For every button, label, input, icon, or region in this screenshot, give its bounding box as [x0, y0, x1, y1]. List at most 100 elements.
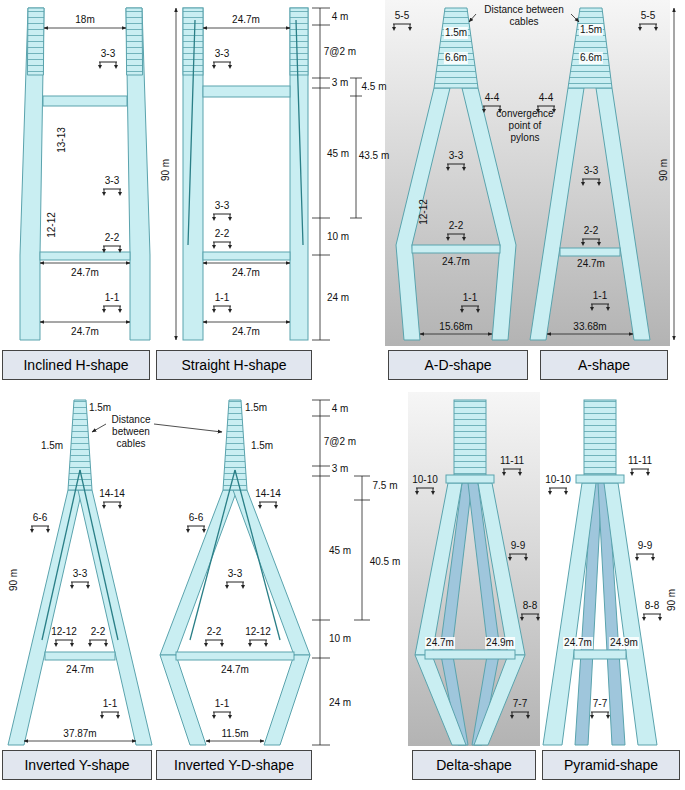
section-cut-mark	[212, 241, 232, 249]
dimension-line	[312, 8, 330, 340]
section-cut-mark	[212, 61, 232, 69]
section-label: 8-8	[645, 600, 659, 612]
section-label: 2-2	[207, 626, 221, 638]
caption-text: Inclined H-shape	[23, 357, 128, 373]
dimension-label: 1.5m	[251, 440, 273, 452]
section-cut-mark	[54, 643, 74, 647]
section-cut-mark	[548, 487, 568, 495]
section-cut-mark	[102, 188, 122, 196]
dimension-label: 11.5m	[221, 728, 248, 740]
dimension-label: 1.5m	[245, 402, 267, 414]
section-cut-mark	[258, 505, 278, 509]
stay-cable	[42, 470, 80, 640]
section-cut-mark	[581, 182, 601, 186]
section-cut-mark	[30, 525, 50, 533]
dimension-label: 6.6m	[444, 52, 468, 64]
section-label: 5-5	[395, 10, 409, 22]
section-cut-mark	[102, 505, 122, 509]
section-cut-mark	[88, 639, 108, 647]
section-label: 2-2	[91, 626, 105, 638]
dimension-label: 3 m	[332, 77, 349, 89]
pylon	[574, 650, 626, 659]
pylon	[415, 483, 462, 655]
pylon	[543, 483, 596, 745]
dimension-label: 24.7m	[425, 637, 455, 649]
section-cut-mark	[630, 472, 650, 476]
pylon	[176, 652, 294, 660]
dimension-label: 3 m	[332, 463, 349, 475]
pylon	[415, 655, 466, 745]
section-label: 12-12	[245, 626, 271, 638]
section-label: 12-12	[51, 626, 77, 638]
dimension-label: 12-12	[418, 199, 430, 225]
dimension-line	[203, 28, 290, 29]
section-cut-mark	[415, 491, 435, 495]
pylon	[160, 490, 237, 655]
section-cut-mark	[212, 213, 232, 221]
section-cut-mark	[502, 472, 522, 476]
leader-line	[469, 14, 476, 22]
section-cut-mark	[102, 309, 122, 313]
section-label: 11-11	[628, 455, 652, 467]
section-cut-mark	[502, 468, 522, 476]
pylon	[596, 88, 650, 340]
section-cut-mark	[508, 557, 528, 561]
section-cut-mark	[635, 553, 655, 561]
dimension-label: 45 m	[327, 148, 349, 160]
section-cut-mark	[248, 639, 268, 647]
dimension-line	[40, 263, 130, 264]
dimension-line	[206, 741, 264, 742]
section-cut-mark	[102, 305, 122, 313]
stay-cable	[235, 470, 280, 640]
pylon	[203, 86, 290, 97]
section-cut-mark	[460, 305, 480, 313]
section-label: 10-10	[412, 474, 438, 486]
dimension-label: 24.7m	[232, 14, 260, 26]
dimension-label: 24.7m	[577, 258, 605, 270]
dimension-label: 24.9m	[609, 637, 639, 649]
section-label: 11-11	[500, 455, 524, 467]
stay-cable	[296, 20, 303, 245]
section-cut-mark	[70, 581, 90, 589]
stay-cable	[190, 470, 235, 640]
dimension-label: 15.68m	[439, 321, 472, 333]
section-label: 1-1	[215, 292, 229, 304]
section-label: 14-14	[255, 488, 281, 500]
section-cut-mark	[520, 617, 540, 621]
section-cut-mark	[392, 27, 412, 31]
pylon	[478, 483, 525, 655]
dimension-line	[354, 476, 370, 620]
dimension-label: 90 m	[160, 159, 172, 181]
pylon	[160, 655, 206, 745]
pylon	[126, 8, 143, 75]
pylon	[27, 8, 44, 75]
section-label: 3-3	[101, 48, 115, 60]
dimension-label: 10 m	[329, 633, 351, 645]
note-text: Distance between cables	[108, 414, 154, 450]
section-cut-mark	[54, 639, 74, 647]
shape-caption-box: Inclined H-shape	[2, 350, 150, 380]
caption-text: Inverted Y-D-shape	[174, 757, 294, 773]
leader-line	[571, 14, 579, 22]
dimension-label: 24.7m	[71, 267, 99, 279]
dimension-label: 10 m	[327, 231, 349, 243]
shape-caption-box: Inverted Y-shape	[2, 750, 152, 780]
section-cut-mark	[212, 245, 232, 249]
pylon	[446, 475, 494, 483]
section-label: 3-3	[449, 150, 463, 162]
section-cut-mark	[225, 585, 245, 589]
section-cut-mark	[635, 557, 655, 561]
dimension-label: 24.7m	[232, 326, 260, 338]
section-cut-mark	[100, 711, 120, 719]
section-cut-mark	[548, 491, 568, 495]
dimension-line	[24, 741, 136, 742]
dimension-label: 24.7m	[563, 637, 593, 649]
dimension-line	[350, 78, 362, 218]
section-cut-mark	[590, 307, 610, 311]
stay-cable	[42, 20, 303, 640]
section-label: 7-7	[593, 698, 607, 710]
section-cut-mark	[590, 715, 610, 719]
pylon	[223, 400, 247, 490]
section-cut-mark	[508, 553, 528, 561]
dimension-line	[203, 263, 290, 264]
